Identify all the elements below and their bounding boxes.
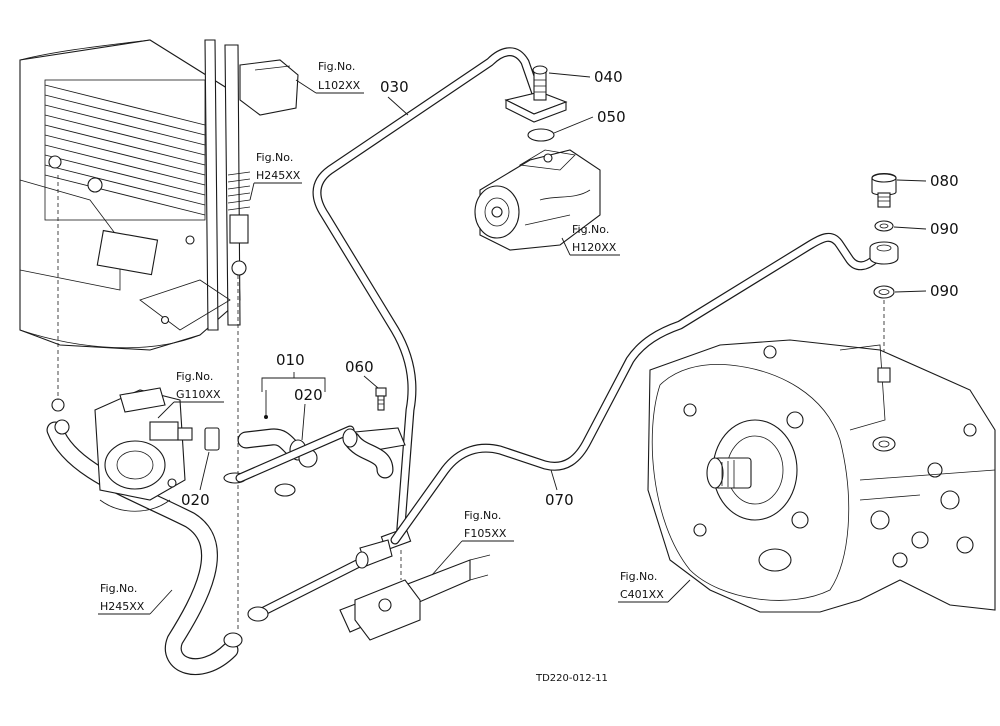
spring-mount [227,171,251,276]
label-050: 050 [597,108,626,126]
fig-ref-g110-prefix: Fig.No. [176,370,213,383]
bracket-010 [261,377,326,392]
fig-ref-h245-bottom-prefix: Fig.No. [100,582,137,595]
loose-clamp-b [274,483,296,497]
label-020-left: 020 [181,491,210,509]
fig-ref-h245-top-code: H245XX [256,169,301,182]
fig-ref-l102-code: L102XX [318,79,361,92]
o-ring-050 [527,128,555,142]
figure-references: Fig.No. L102XX Fig.No. H245XX Fig.No. H1… [98,60,691,615]
fig-ref-h120-prefix: Fig.No. [572,223,609,236]
fig-ref-c401-code: C401XX [620,588,664,601]
frame-bracket [339,554,491,641]
hose-assembly-010 [204,427,318,497]
label-010: 010 [276,351,305,369]
label-030: 030 [380,78,409,96]
pipe-030 [312,47,545,569]
bolt-060 [375,387,387,411]
label-070: 070 [545,491,574,509]
oil-cooler-fins [44,79,206,221]
label-090-bottom: 090 [930,282,959,300]
return-hose [235,425,370,622]
label-060: 060 [345,358,374,376]
fig-ref-g110-code: G110XX [176,388,221,401]
fig-ref-h245-bottom-code: H245XX [100,600,145,613]
part-callouts: 010 020 020 030 040 050 060 070 080 090 … [181,68,959,509]
transmission-case [647,339,996,613]
hydraulic-pump [474,149,601,251]
hydraulic-valve-assembly [94,387,193,512]
washer-090-top [874,220,894,232]
radiator-assembly [19,39,299,412]
fig-ref-l102-prefix: Fig.No. [318,60,355,73]
label-020-right: 020 [294,386,323,404]
fig-ref-f105-code: F105XX [464,527,507,540]
label-090-top: 090 [930,220,959,238]
fig-ref-c401-prefix: Fig.No. [620,570,657,583]
drawing-code: TD220-012-11 [535,673,608,684]
label-080: 080 [930,172,959,190]
fig-ref-h120-code: H120XX [572,241,617,254]
washer-090-bottom [873,285,895,299]
fig-ref-h245-top-prefix: Fig.No. [256,151,293,164]
pump-flange [504,65,568,142]
label-040: 040 [594,68,623,86]
banjo-fitting [869,172,899,299]
hose-clamp-left [204,427,220,451]
pipe-070 [390,232,881,545]
fig-ref-f105-prefix: Fig.No. [464,509,501,522]
